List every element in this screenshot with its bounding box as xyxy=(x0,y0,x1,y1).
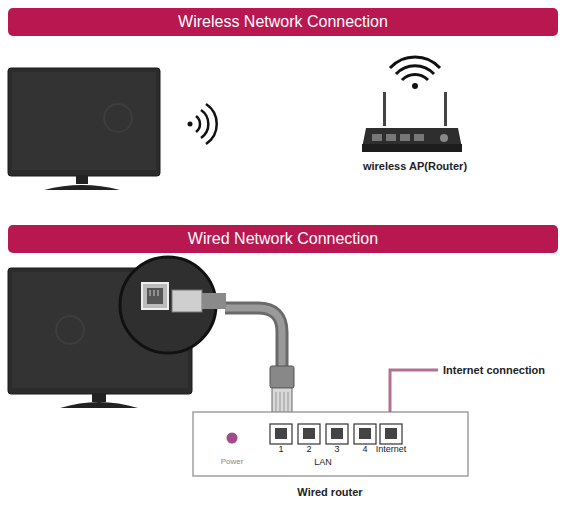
port-pins xyxy=(385,428,397,439)
port-socket xyxy=(298,424,320,444)
tv-wireless xyxy=(8,68,160,190)
section-band: Wired Network Connection xyxy=(8,225,558,253)
port-pins xyxy=(303,428,315,439)
port-number: 2 xyxy=(306,445,311,455)
wireless-waves xyxy=(188,104,217,144)
device-label-box: wireless AP(Router) xyxy=(330,158,500,176)
port-pins xyxy=(275,428,287,439)
port-number: 1 xyxy=(278,445,283,455)
section-band: Wireless Network Connection xyxy=(8,8,558,36)
section-title: Wired Network Connection xyxy=(188,230,378,248)
port-pins xyxy=(359,428,371,439)
device-label: Wired router xyxy=(297,486,362,498)
port-zoom xyxy=(120,257,226,353)
router-panel: Power1234LANInternetWired router xyxy=(193,412,468,476)
port-socket xyxy=(380,424,402,444)
section-title: Wireless Network Connection xyxy=(178,13,388,31)
port-socket xyxy=(354,424,376,444)
port-pins xyxy=(331,428,343,439)
lan-cable xyxy=(225,308,294,418)
port-socket xyxy=(326,424,348,444)
callout-label: Internet connection xyxy=(443,364,545,376)
device-label: wireless AP(Router) xyxy=(363,160,467,172)
device-label: Internet xyxy=(376,445,407,455)
port-number: 3 xyxy=(334,445,339,455)
port-number: 4 xyxy=(362,445,367,455)
device-label: LAN xyxy=(314,458,332,468)
wired-router-box xyxy=(193,412,468,476)
port-socket xyxy=(270,424,292,444)
router-icon xyxy=(362,57,462,152)
device-label: Power xyxy=(221,458,244,467)
